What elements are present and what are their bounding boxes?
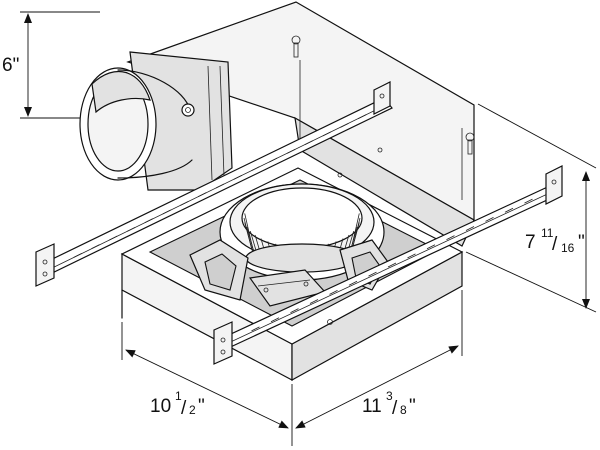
hanger-bar-slot: [304, 140, 314, 146]
hanger-bar-slot: [270, 317, 280, 323]
hanger-bar-slot: [387, 262, 397, 268]
hanger-bar-slot: [426, 244, 436, 250]
hanger-bar-slot: [504, 207, 514, 213]
housing-body: [126, 1, 475, 247]
hanger-bar-slot: [144, 218, 154, 224]
base-dimensions: 10 1 / 2 " 11 3 / 8 ": [121, 290, 463, 446]
hanger-bar-slot: [358, 114, 367, 120]
hanger-bar-slot: [233, 174, 242, 180]
housing-height-unit: ": [578, 232, 585, 253]
housing-height-den: 16: [561, 241, 575, 255]
housing-width-den: 2: [189, 403, 196, 417]
svg-text:/: /: [181, 398, 187, 419]
housing-length-den: 8: [400, 403, 407, 417]
hanger-bar-slot: [309, 299, 319, 304]
hanger-bars: [35, 81, 563, 365]
hanger-bar-slot: [73, 252, 82, 258]
hanger-bar-slot: [162, 209, 171, 215]
hanger-bar-slot: [109, 235, 118, 241]
hanger-bar-slot: [126, 226, 136, 232]
hanger-bar-slot: [251, 166, 260, 172]
hanger-bar-slot: [446, 235, 455, 240]
blower-blade: [350, 213, 360, 249]
duct-height-dimension: 6": [2, 11, 100, 119]
hanger-bar-slot: [407, 253, 416, 259]
housing-length-whole: 11: [362, 396, 382, 417]
hanger-bar-slot: [524, 198, 533, 204]
housing-height-num: 11: [541, 226, 554, 240]
housing-length-num: 3: [386, 389, 393, 403]
hanger-bar-slot: [91, 244, 100, 250]
housing-height-dimension: 7 11 / 16 ": [465, 103, 597, 313]
hanger-bar-slot: [465, 226, 475, 231]
hanger-bar-slot: [215, 183, 225, 189]
blower-blade: [243, 217, 253, 251]
svg-text:/: /: [552, 234, 558, 255]
motor-mounts: [189, 239, 389, 307]
hanger-bar-slot: [368, 271, 377, 277]
hanger-bar-slot: [485, 217, 494, 222]
duct-collar: [79, 51, 233, 191]
hanger-bar-slot: [198, 192, 207, 198]
housing-width-num: 1: [175, 389, 182, 403]
hanger-bar-slot: [348, 280, 358, 286]
blower-blade: [244, 213, 254, 249]
hanger-bar-slot: [286, 148, 296, 154]
housing-length-unit: ": [409, 396, 416, 417]
hanger-bar-slot: [322, 131, 331, 137]
hanger-bar-slot: [290, 308, 299, 313]
housing-width-whole: 10: [150, 396, 171, 417]
hanger-bar-slot: [329, 290, 338, 295]
hanger-bar-slot: [180, 200, 189, 206]
hanger-bar-slot: [340, 122, 349, 128]
housing-height-whole: 7: [525, 232, 536, 253]
housing-width-unit: ": [198, 396, 205, 417]
svg-text:/: /: [392, 398, 398, 419]
hanger-bar-slot: [251, 326, 260, 332]
duct-height-label: 6": [2, 55, 19, 76]
hanger-bar-slot: [269, 157, 278, 163]
